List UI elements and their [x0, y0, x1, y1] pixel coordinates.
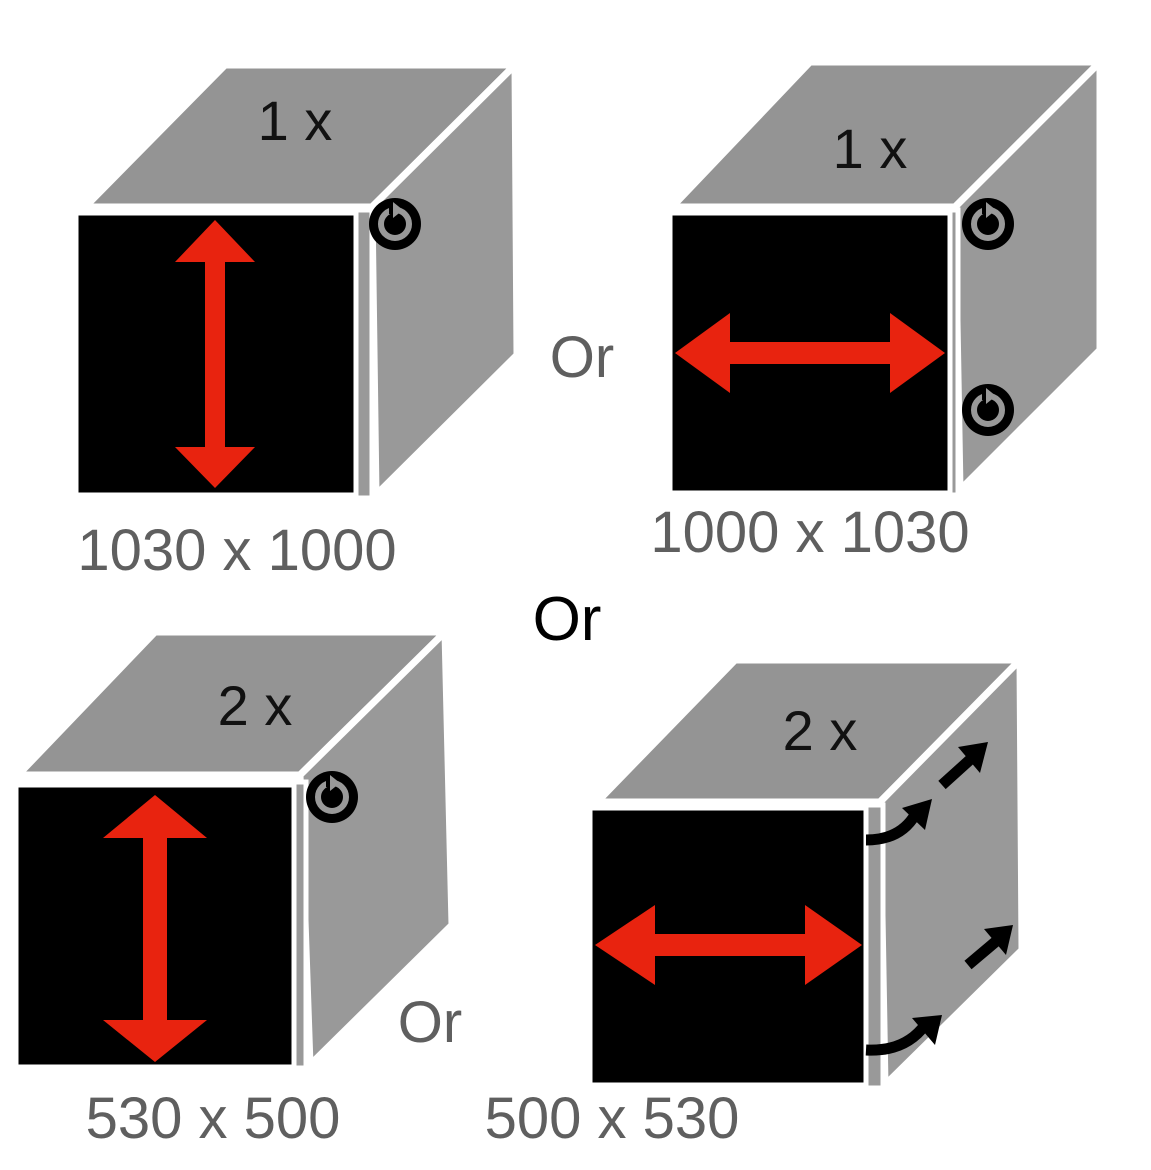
rotate-icon: [306, 771, 358, 823]
horizontal-arrow: [675, 313, 945, 393]
cube-side-face: [368, 56, 521, 504]
cube-dimensions: 500 x 530: [485, 1086, 740, 1151]
arrow-icon: [938, 742, 988, 790]
or-label: Or: [533, 585, 602, 654]
vertical-arrow: [175, 220, 255, 488]
curved-arrow-icon: [865, 799, 932, 846]
cube-dimensions: 1000 x 1030: [650, 500, 969, 565]
cube-1: 1 x 1030 x 1000: [71, 56, 524, 583]
rotate-icon: [962, 198, 1014, 250]
vertical-arrow: [103, 795, 207, 1062]
cube-4: 2 x 500 x 530: [485, 651, 1029, 1151]
curved-arrow-icon: [865, 1015, 942, 1056]
horizontal-arrow: [595, 905, 862, 985]
cube-2: 1 x 1000 x 1030: [650, 53, 1109, 565]
cube-3: 2 x 530 x 500: [9, 623, 456, 1151]
cube-multiplier: 2 x: [218, 674, 293, 737]
or-label: Or: [550, 325, 614, 390]
cube-dimensions: 530 x 500: [86, 1086, 341, 1151]
or-label: Or: [398, 990, 462, 1055]
cube-multiplier: 1 x: [258, 89, 333, 152]
arrow-icon: [964, 925, 1013, 970]
cube-dimensions: 1030 x 1000: [77, 518, 396, 583]
rotate-icon: [369, 198, 421, 250]
cube-multiplier: 1 x: [833, 117, 908, 180]
rotate-icon: [962, 384, 1014, 436]
cube-multiplier: 2 x: [783, 699, 858, 762]
